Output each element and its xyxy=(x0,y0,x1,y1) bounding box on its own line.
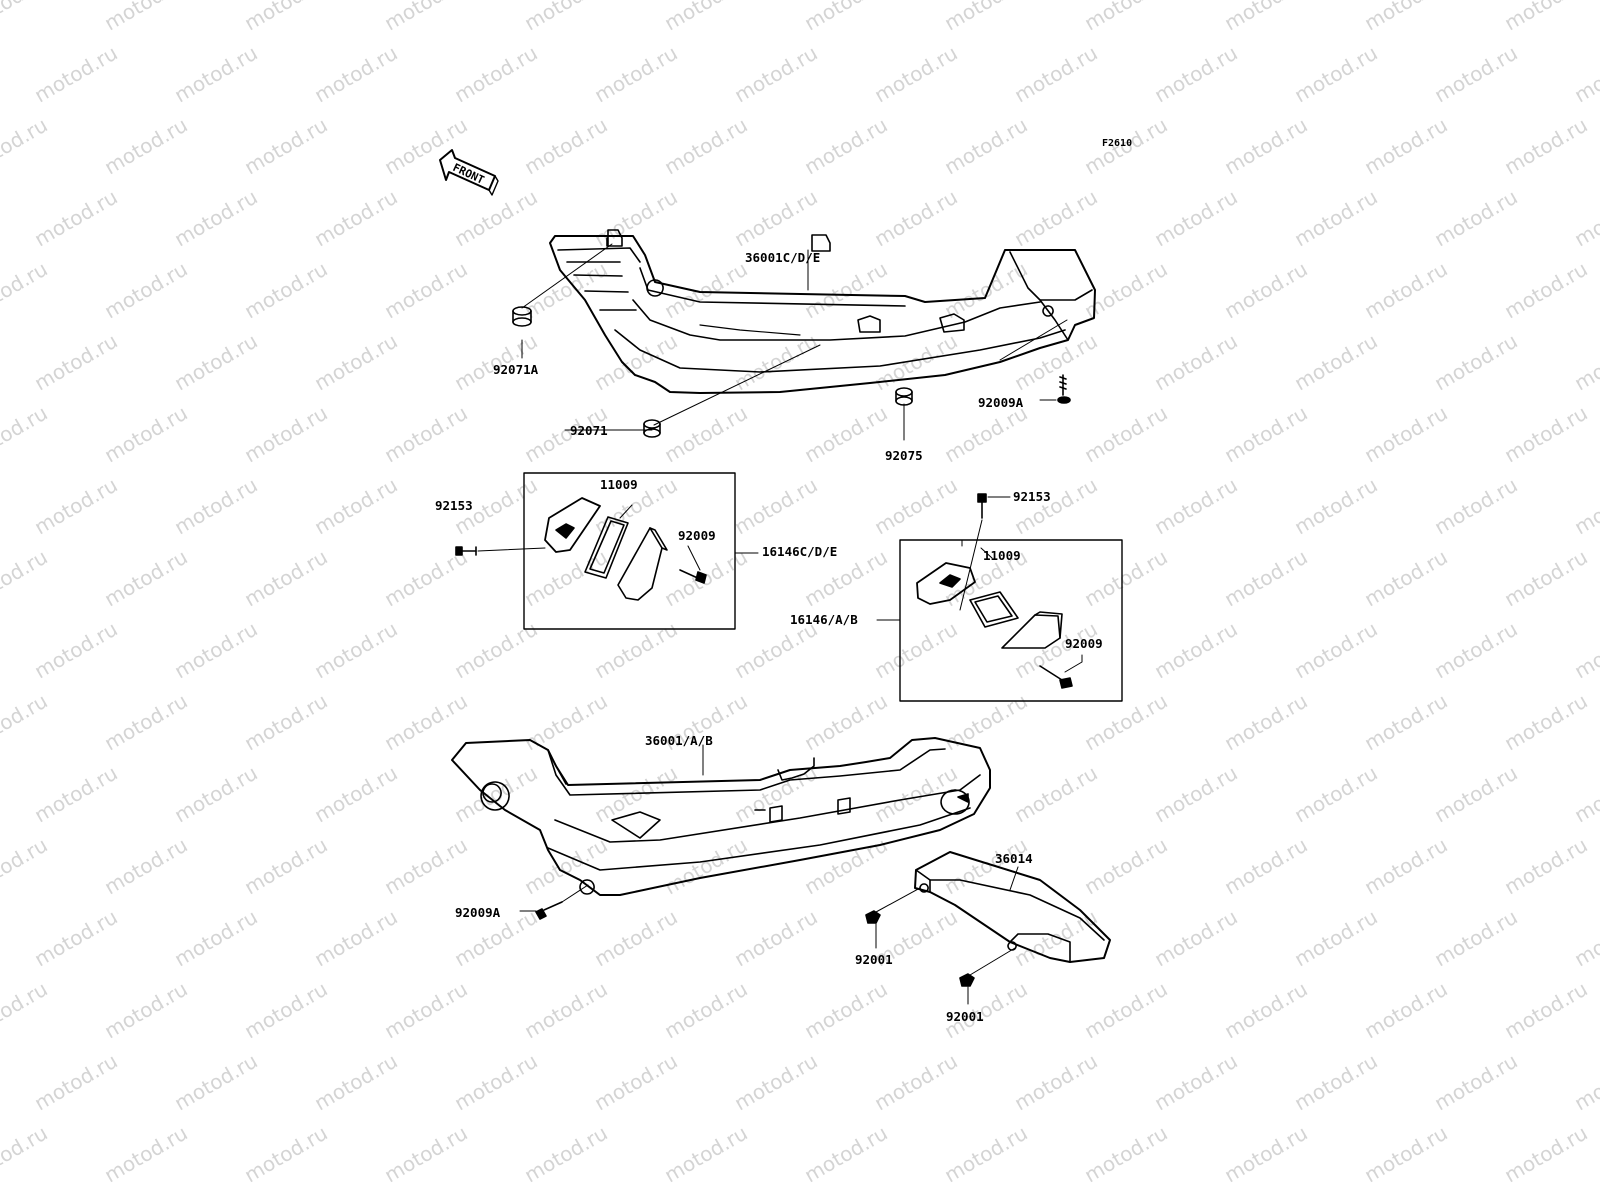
callout-16146cde: 16146C/D/E xyxy=(762,544,837,559)
callout-92009-right: 92009 xyxy=(1065,636,1103,651)
grommet-92071-icon xyxy=(643,419,661,438)
front-arrow-icon xyxy=(439,149,499,196)
callout-36014: 36014 xyxy=(995,851,1033,866)
callout-11009-right: 11009 xyxy=(983,548,1021,563)
callout-92001-a: 92001 xyxy=(855,952,893,967)
upper-side-cover xyxy=(549,229,1096,394)
callout-16146ab: 16146/A/B xyxy=(790,612,858,627)
callout-11009-left: 11009 xyxy=(600,477,638,492)
lower-side-cover xyxy=(451,737,991,896)
screw-92001-a-icon xyxy=(865,887,921,949)
callout-92153-right: 92153 xyxy=(1013,489,1051,504)
callout-92075: 92075 xyxy=(885,448,923,463)
right-signal-box xyxy=(899,493,1123,702)
grommet-92075-icon xyxy=(895,387,913,406)
callout-92071a: 92071A xyxy=(493,362,539,377)
tail-cover-36014 xyxy=(914,851,1111,963)
callout-92153-left: 92153 xyxy=(435,498,473,513)
callout-92009a-bottom: 92009A xyxy=(455,905,501,920)
callout-92009-left: 92009 xyxy=(678,528,716,543)
bolt-92009a-bottom-icon xyxy=(519,884,589,920)
screw-92001-b-icon xyxy=(959,947,1016,1005)
callout-92001-b: 92001 xyxy=(946,1009,984,1024)
callout-36001ab: 36001/A/B xyxy=(645,733,713,748)
bolt-92009a-icon xyxy=(1057,374,1071,404)
left-signal-box xyxy=(455,472,736,630)
callout-92009a-top: 92009A xyxy=(978,395,1024,410)
grommet-92071a-icon xyxy=(512,306,532,327)
callout-92071: 92071 xyxy=(570,423,608,438)
figure-code: F2610 xyxy=(1102,138,1133,149)
callout-36001cde: 36001C/D/E xyxy=(745,250,820,265)
